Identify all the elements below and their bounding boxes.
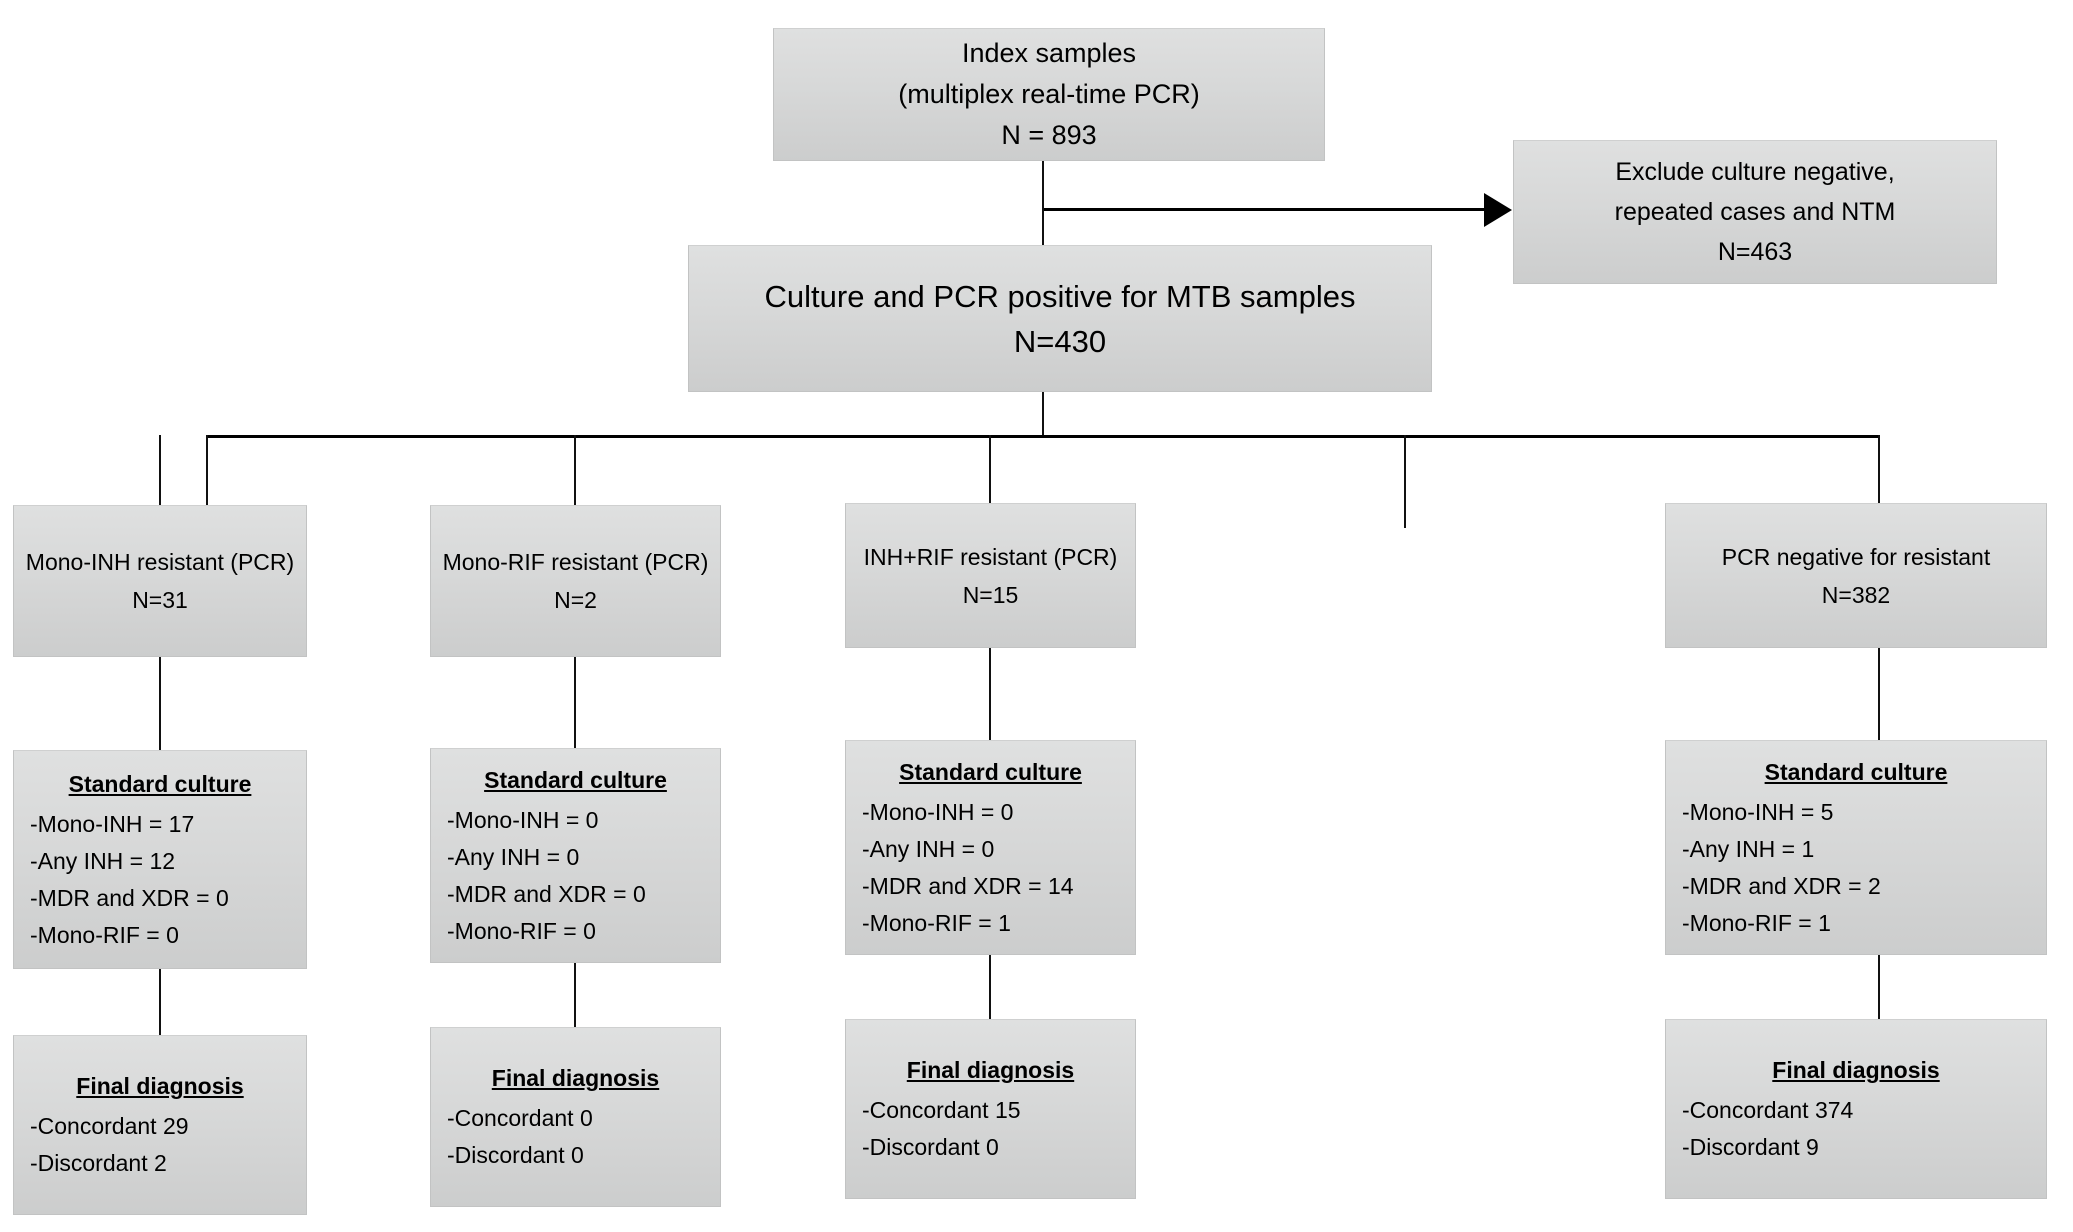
node-branch-3-diagnosis-item-1: -Concordant 15 [862, 1097, 1021, 1123]
node-branch-2-header-line-2: N=2 [554, 587, 597, 613]
node-culture-pcr-positive-line-1: Culture and PCR positive for MTB samples [764, 278, 1356, 314]
connector-drop-branch-2 [574, 435, 576, 528]
connector-splitter-right-end [1878, 435, 1880, 528]
node-branch-1-header: Mono-INH resistant (PCR) N=31 [13, 505, 307, 657]
node-branch-2-diagnosis-title: Final diagnosis [491, 1065, 660, 1091]
connector-branch-splitter [206, 435, 1880, 438]
node-branch-3-culture-item-4: -Mono-RIF = 1 [862, 909, 1011, 936]
node-branch-4-header-line-1: PCR negative for resistant [1721, 543, 1991, 570]
node-branch-2-culture-item-1: -Mono-INH = 0 [447, 806, 599, 833]
node-branch-2-diagnosis-item-2: -Discordant 0 [447, 1142, 584, 1168]
node-branch-3-header: INH+RIF resistant (PCR) N=15 [845, 503, 1136, 648]
connector-branch-1-header-to-culture [159, 656, 161, 751]
node-branch-3-diagnosis: Final diagnosis -Concordant 15 -Discorda… [845, 1019, 1136, 1199]
node-exclude-line-3: N=463 [1717, 238, 1793, 266]
node-branch-4-culture-item-4: -Mono-RIF = 1 [1682, 909, 1831, 936]
node-exclude-line-2: repeated cases and NTM [1614, 198, 1896, 226]
node-branch-3-culture-item-3: -MDR and XDR = 14 [862, 872, 1074, 899]
connector-splitter-left-end [206, 435, 208, 528]
node-branch-4-header-line-2: N=382 [1821, 581, 1891, 608]
node-branch-1-culture-item-4: -Mono-RIF = 0 [30, 921, 179, 948]
node-index-samples: Index samples (multiplex real-time PCR) … [773, 28, 1325, 161]
connector-branch-1-culture-to-diagnosis [159, 968, 161, 1036]
node-branch-2-diagnosis-item-1: -Concordant 0 [447, 1105, 593, 1131]
node-branch-2-header: Mono-RIF resistant (PCR) N=2 [430, 505, 721, 657]
connector-branch-4-culture-to-diagnosis [1878, 952, 1880, 1020]
node-branch-4-culture-item-3: -MDR and XDR = 2 [1682, 872, 1881, 899]
node-branch-1-diagnosis-item-1: -Concordant 29 [30, 1113, 189, 1139]
node-exclude-line-1: Exclude culture negative, [1615, 158, 1895, 186]
node-branch-1-culture-title: Standard culture [68, 770, 252, 797]
connector-branch-2-header-to-culture [574, 656, 576, 751]
node-branch-4-diagnosis-title: Final diagnosis [1772, 1057, 1940, 1083]
node-branch-1-diagnosis: Final diagnosis -Concordant 29 -Discorda… [13, 1035, 307, 1215]
connector-drop-branch-3 [989, 435, 991, 528]
node-branch-4-culture-item-1: -Mono-INH = 5 [1682, 798, 1834, 825]
node-branch-3-diagnosis-title: Final diagnosis [906, 1057, 1075, 1083]
node-branch-3-culture-item-2: -Any INH = 0 [862, 835, 995, 862]
node-branch-4-diagnosis-item-1: -Concordant 374 [1682, 1097, 1854, 1123]
node-branch-1-culture-item-2: -Any INH = 12 [30, 847, 176, 874]
connector-exclude-arrowhead [1484, 193, 1512, 227]
node-branch-1-culture-item-1: -Mono-INH = 17 [30, 810, 195, 837]
node-index-samples-line-3: N = 893 [1001, 120, 1097, 150]
node-culture-pcr-positive-line-2: N=430 [1013, 323, 1107, 359]
node-branch-1-culture-item-3: -MDR and XDR = 0 [30, 884, 229, 911]
node-branch-3-diagnosis-item-2: -Discordant 0 [862, 1134, 999, 1160]
node-branch-2-diagnosis: Final diagnosis -Concordant 0 -Discordan… [430, 1027, 721, 1207]
node-branch-2-culture-item-2: -Any INH = 0 [447, 843, 580, 870]
node-branch-1-diagnosis-item-2: -Discordant 2 [30, 1150, 167, 1176]
connector-drop-branch-1 [159, 435, 161, 528]
node-branch-4-culture: Standard culture -Mono-INH = 5 -Any INH … [1665, 740, 2047, 955]
node-branch-4-diagnosis: Final diagnosis -Concordant 374 -Discord… [1665, 1019, 2047, 1199]
node-exclude: Exclude culture negative, repeated cases… [1513, 140, 1997, 284]
connector-top-to-main [1042, 161, 1044, 247]
node-branch-4-header: PCR negative for resistant N=382 [1665, 503, 2047, 648]
connector-drop-branch-4 [1404, 435, 1406, 528]
node-branch-1-diagnosis-title: Final diagnosis [76, 1073, 244, 1099]
node-branch-3-culture-title: Standard culture [899, 758, 1082, 785]
connector-branch-3-header-to-culture [989, 647, 991, 742]
connector-exclude-arrow-line [1044, 208, 1487, 211]
node-branch-3-culture-item-1: -Mono-INH = 0 [862, 798, 1014, 825]
node-branch-4-culture-title: Standard culture [1764, 758, 1948, 785]
node-branch-2-culture-title: Standard culture [484, 766, 667, 793]
connector-branch-3-culture-to-diagnosis [989, 952, 991, 1020]
node-index-samples-line-1: Index samples [961, 38, 1137, 68]
node-branch-3-culture: Standard culture -Mono-INH = 0 -Any INH … [845, 740, 1136, 955]
connector-branch-2-culture-to-diagnosis [574, 960, 576, 1028]
node-branch-2-culture-item-4: -Mono-RIF = 0 [447, 917, 596, 944]
node-index-samples-line-2: (multiplex real-time PCR) [898, 79, 1200, 109]
node-branch-4-culture-item-2: -Any INH = 1 [1682, 835, 1815, 862]
node-branch-3-header-line-1: INH+RIF resistant (PCR) [863, 543, 1118, 570]
node-branch-1-header-line-1: Mono-INH resistant (PCR) [25, 549, 295, 575]
node-branch-3-header-line-2: N=15 [962, 581, 1019, 608]
connector-branch-4-header-to-culture [1878, 647, 1880, 742]
node-culture-pcr-positive: Culture and PCR positive for MTB samples… [688, 245, 1432, 392]
node-branch-4-diagnosis-item-2: -Discordant 9 [1682, 1134, 1819, 1160]
node-branch-2-culture: Standard culture -Mono-INH = 0 -Any INH … [430, 748, 721, 963]
node-branch-1-header-line-2: N=31 [132, 587, 188, 613]
node-branch-2-header-line-1: Mono-RIF resistant (PCR) [442, 549, 709, 575]
node-branch-2-culture-item-3: -MDR and XDR = 0 [447, 880, 646, 907]
connector-main-to-splitter [1042, 392, 1044, 437]
node-branch-1-culture: Standard culture -Mono-INH = 17 -Any INH… [13, 750, 307, 969]
